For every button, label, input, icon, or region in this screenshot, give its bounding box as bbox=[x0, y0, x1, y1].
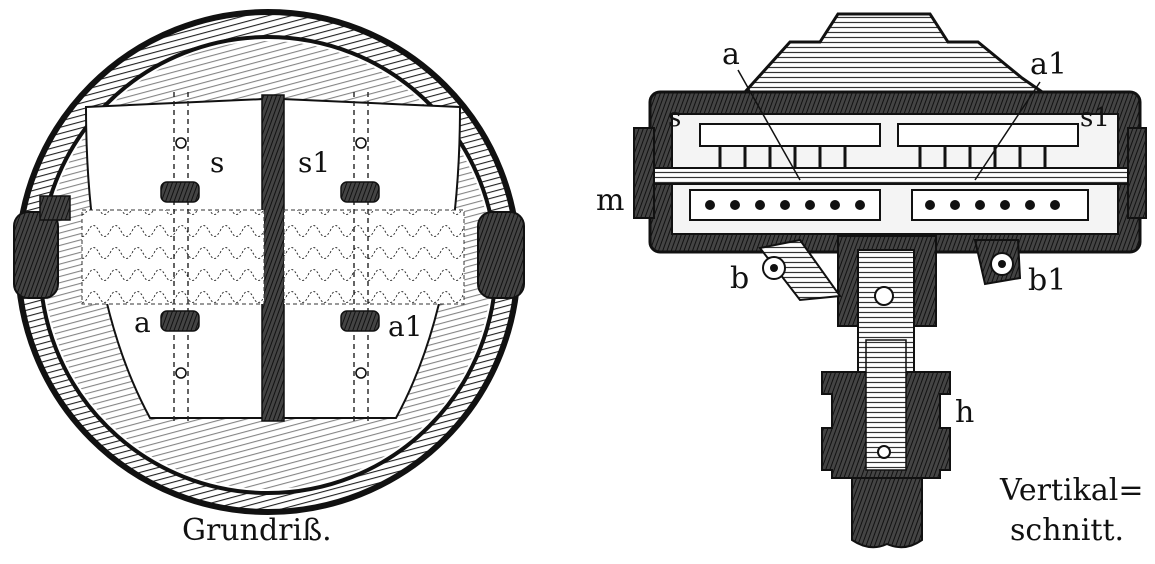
screws bbox=[175, 137, 367, 379]
contact-blocks bbox=[160, 181, 380, 332]
plan-label-a: a bbox=[134, 306, 151, 339]
coil-band-left bbox=[81, 209, 265, 305]
section-label-a1: a1 bbox=[1030, 47, 1067, 82]
central-rib bbox=[261, 94, 285, 422]
section-label-h: h bbox=[955, 395, 974, 430]
section-label-m: m bbox=[596, 183, 624, 218]
leader-lines bbox=[737, 69, 1041, 181]
bottom-shaft bbox=[851, 477, 923, 549]
section-label-s1: s1 bbox=[1080, 103, 1110, 133]
coil-band-right bbox=[283, 209, 465, 305]
plan-label-s: s bbox=[210, 146, 224, 179]
section-label-b1: b1 bbox=[1028, 263, 1066, 298]
plan-label-a1: a1 bbox=[388, 310, 423, 343]
section-view: a a1 s s1 m b b1 h Vertikal= schnitt. bbox=[596, 12, 1147, 549]
lever-b1 bbox=[973, 239, 1022, 286]
rack-holes bbox=[705, 200, 1060, 210]
section-label-s: s bbox=[668, 103, 681, 133]
section-label-a: a bbox=[722, 37, 740, 72]
side-lug-left bbox=[13, 211, 59, 299]
section-caption-line1: Vertikal= bbox=[999, 473, 1143, 508]
side-lug-right bbox=[477, 211, 525, 299]
plan-view: s s1 a a1 Grundriß. bbox=[13, 9, 525, 548]
section-label-b: b bbox=[730, 261, 749, 296]
shaft-m bbox=[633, 167, 1147, 185]
lever-b bbox=[758, 238, 842, 302]
section-caption-line2: schnitt. bbox=[1010, 513, 1124, 548]
dome-top bbox=[719, 12, 1053, 98]
dashed-rods bbox=[173, 92, 369, 424]
plan-caption: Grundriß. bbox=[182, 513, 332, 548]
plan-label-s1: s1 bbox=[298, 146, 330, 179]
